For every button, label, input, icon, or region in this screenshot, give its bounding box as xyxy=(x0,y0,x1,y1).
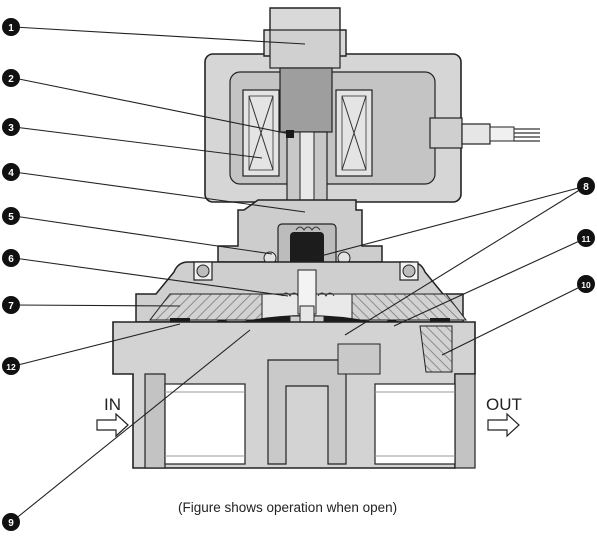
valve-cover xyxy=(135,261,468,323)
leader-line-10 xyxy=(441,283,587,356)
bonnet xyxy=(217,199,383,269)
leader-line-1 xyxy=(13,26,306,45)
callout-5: 5 xyxy=(2,207,20,225)
leader-line-8a xyxy=(312,185,587,259)
svg-text:7: 7 xyxy=(8,301,14,312)
leader-line-3 xyxy=(13,126,263,159)
svg-text:4: 4 xyxy=(8,168,14,179)
callout-12: 12 xyxy=(2,357,20,375)
leader-line-12 xyxy=(13,323,181,367)
outlet-label: OUT xyxy=(486,395,522,414)
leader-line-4 xyxy=(13,171,306,213)
leader-line-8b xyxy=(344,185,587,336)
callout-10: 10 xyxy=(577,275,595,293)
leader-line-6 xyxy=(13,257,289,297)
svg-text:8: 8 xyxy=(583,182,589,193)
callout-6: 6 xyxy=(2,249,20,267)
callout-11: 11 xyxy=(577,229,595,247)
svg-text:10: 10 xyxy=(581,280,591,290)
leader-line-9 xyxy=(13,329,251,521)
svg-text:3: 3 xyxy=(8,123,14,134)
svg-text:5: 5 xyxy=(8,212,14,223)
svg-text:1: 1 xyxy=(8,23,14,34)
svg-text:9: 9 xyxy=(8,518,14,529)
callout-4: 4 xyxy=(2,163,20,181)
caption: (Figure shows operation when open) xyxy=(178,500,397,515)
callout-2: 2 xyxy=(2,69,20,87)
svg-text:2: 2 xyxy=(8,74,14,85)
svg-text:6: 6 xyxy=(8,254,14,265)
callout-3: 3 xyxy=(2,118,20,136)
lead-wire xyxy=(429,117,540,149)
callout-7: 7 xyxy=(2,296,20,314)
leader-lines xyxy=(13,26,587,521)
callouts: 1 2 3 4 5 6 7 8 9 10 11 12 xyxy=(2,18,595,531)
leader-line-2 xyxy=(13,77,291,135)
fixed-core xyxy=(263,7,347,133)
leader-line-11 xyxy=(393,237,587,327)
callout-9: 9 xyxy=(2,513,20,531)
inlet-label: IN xyxy=(104,395,121,414)
leader-line-7 xyxy=(13,304,181,307)
svg-text:12: 12 xyxy=(6,362,16,372)
callout-8: 8 xyxy=(577,177,595,195)
coil-winding-right xyxy=(335,89,373,177)
outlet-arrow xyxy=(487,412,520,438)
coil-winding-left xyxy=(242,89,280,177)
callout-1: 1 xyxy=(2,18,20,36)
inlet-arrow xyxy=(96,412,129,438)
svg-text:11: 11 xyxy=(582,234,591,244)
leader-line-5 xyxy=(13,215,273,255)
valve-body xyxy=(112,321,476,469)
